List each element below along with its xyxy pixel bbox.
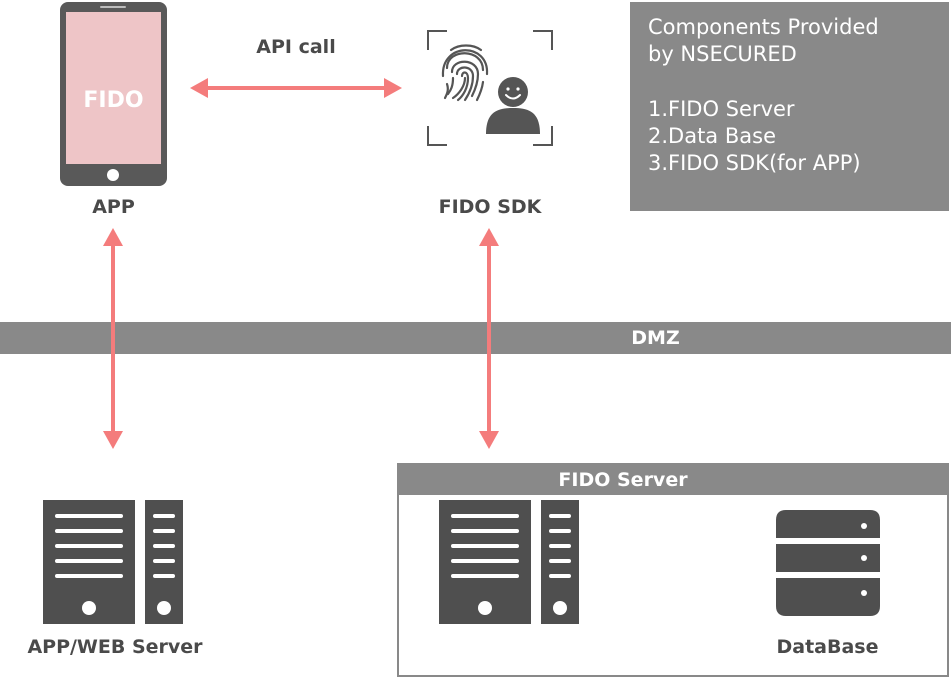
database-label: DataBase bbox=[776, 636, 879, 658]
info-title-line2: by NSECURED bbox=[648, 42, 797, 66]
api-call-label: API call bbox=[256, 36, 336, 58]
info-title-line1: Components Provided bbox=[648, 15, 879, 39]
phone-screen: FIDO bbox=[66, 12, 161, 164]
user-avatar bbox=[486, 77, 540, 134]
sdk-to-fido-server-arrow bbox=[479, 228, 499, 449]
fido-server-icon bbox=[439, 500, 579, 624]
fido-server-title: FIDO Server bbox=[558, 469, 688, 491]
fingerprint-user-icon bbox=[427, 30, 553, 146]
phone-icon: FIDO bbox=[60, 2, 167, 186]
phone-speaker bbox=[100, 6, 126, 8]
app-web-server-label: APP/WEB Server bbox=[27, 636, 203, 658]
info-item: 1.FIDO Server bbox=[648, 97, 795, 121]
info-item: 2.Data Base bbox=[648, 124, 776, 148]
phone-screen-text: FIDO bbox=[83, 88, 144, 113]
app-web-server-icon bbox=[43, 500, 183, 624]
dmz-band: DMZ bbox=[0, 322, 951, 354]
database-icon bbox=[776, 510, 880, 616]
app-label: APP bbox=[92, 196, 135, 218]
info-item: 3.FIDO SDK(for APP) bbox=[648, 151, 861, 175]
fido-server-header: FIDO Server bbox=[399, 465, 947, 495]
api-call-arrow bbox=[190, 78, 402, 98]
components-info-box: Components Provided by NSECURED 1.FIDO S… bbox=[630, 2, 949, 211]
app-to-server-arrow bbox=[103, 228, 123, 449]
fido-sdk-label: FIDO SDK bbox=[438, 196, 542, 218]
dmz-label: DMZ bbox=[631, 327, 680, 349]
phone-home-button bbox=[107, 169, 119, 181]
